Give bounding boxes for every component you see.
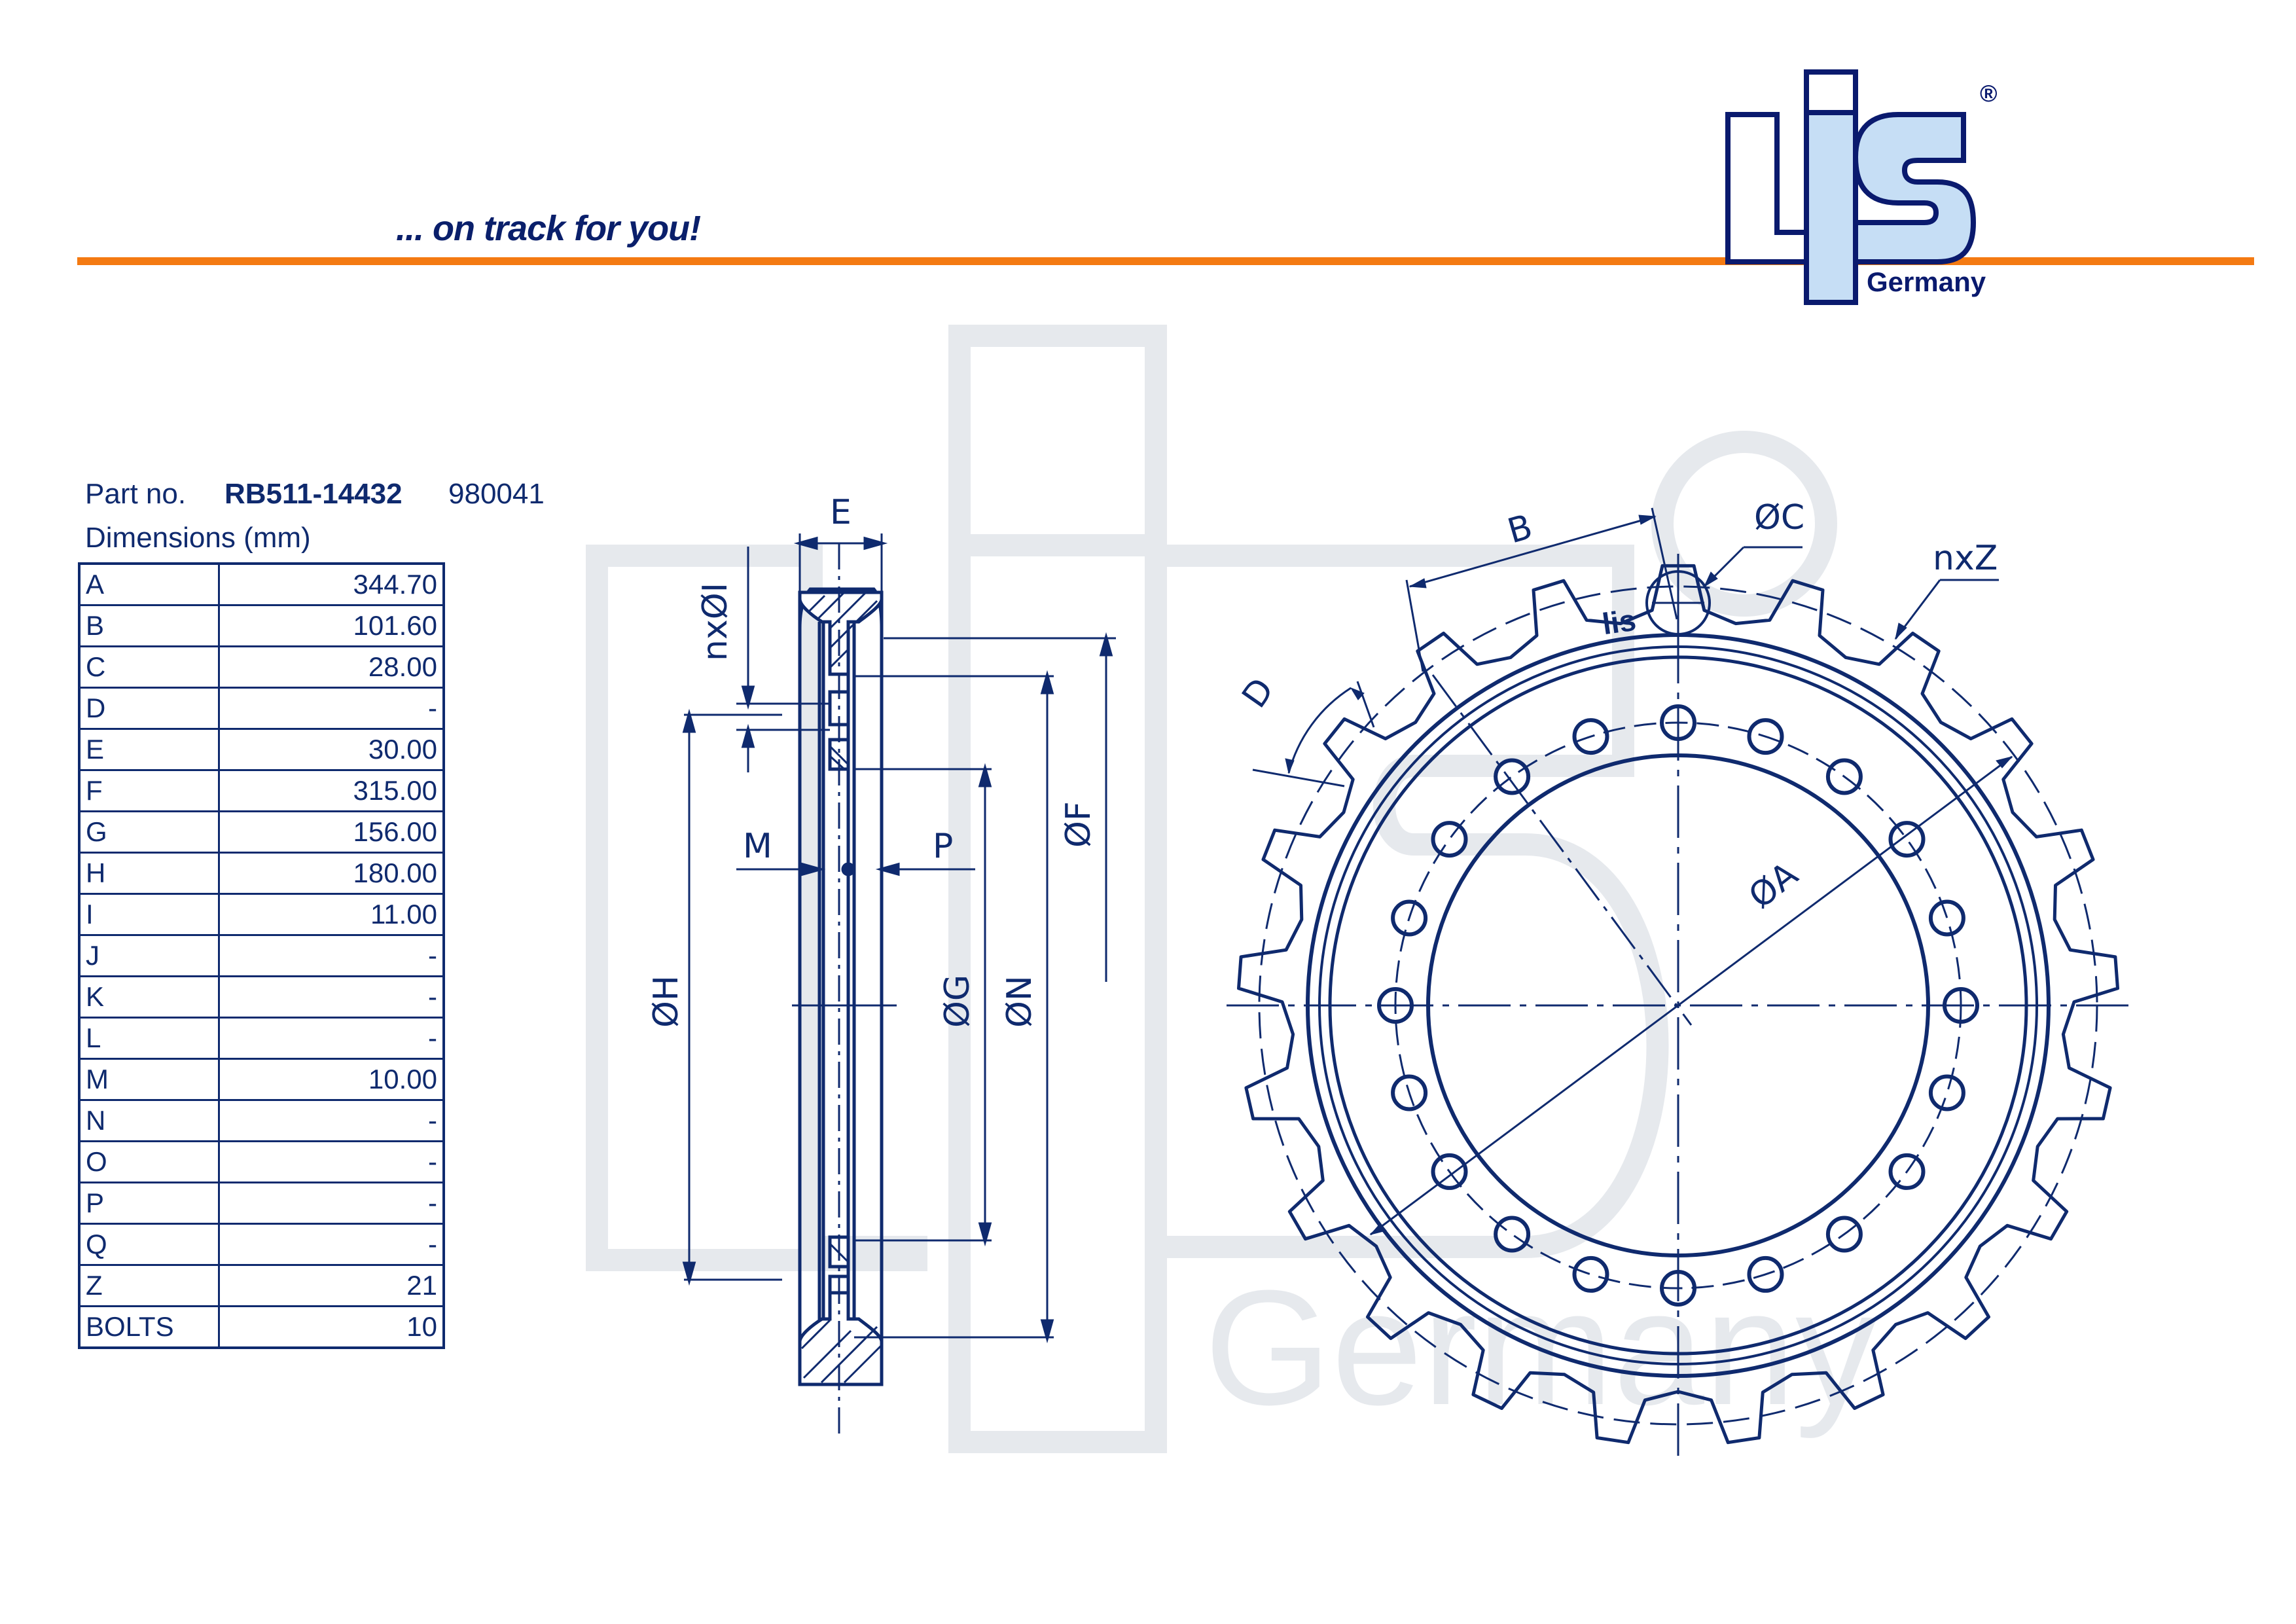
label-nxZ: nxZ bbox=[1933, 539, 1998, 578]
dimensions-heading: Dimensions (mm) bbox=[85, 522, 311, 554]
dim-key: N bbox=[78, 1099, 220, 1142]
dim-value: 344.70 bbox=[218, 562, 445, 606]
tagline: ... on track for you! bbox=[396, 209, 701, 248]
bolt-hole bbox=[1494, 758, 1531, 795]
bolt-hole bbox=[1888, 821, 1926, 858]
table-row: P- bbox=[78, 1182, 445, 1225]
dim-value: - bbox=[218, 1182, 445, 1225]
label-A: ØA bbox=[1742, 855, 1806, 917]
part-number: RB511-14432 bbox=[224, 478, 403, 510]
dim-key: G bbox=[78, 810, 220, 854]
part-code: 980041 bbox=[448, 478, 545, 510]
dim-value: - bbox=[218, 1223, 445, 1266]
brand-logo: ® Germany bbox=[1725, 69, 1998, 305]
dim-value: - bbox=[218, 975, 445, 1019]
dim-value: 156.00 bbox=[218, 810, 445, 854]
sprocket-teeth bbox=[1237, 564, 2119, 1445]
dim-key: I bbox=[78, 893, 220, 936]
dim-key: K bbox=[78, 975, 220, 1019]
dim-value: - bbox=[218, 934, 445, 977]
label-F: ØF bbox=[1059, 801, 1098, 848]
table-row: D- bbox=[78, 687, 445, 730]
bolt-hole bbox=[1928, 1074, 1965, 1111]
side-view bbox=[682, 533, 1116, 1440]
part-label: Part no. bbox=[85, 478, 187, 510]
label-H: ØH bbox=[647, 975, 686, 1028]
table-row: J- bbox=[78, 934, 445, 977]
dim-value: 101.60 bbox=[218, 604, 445, 647]
bolt-hole bbox=[1431, 821, 1468, 858]
table-row: N- bbox=[78, 1099, 445, 1142]
dim-key: C bbox=[78, 645, 220, 689]
dim-key: B bbox=[78, 604, 220, 647]
table-row: K- bbox=[78, 975, 445, 1019]
dim-value: 11.00 bbox=[218, 893, 445, 936]
dim-key: E bbox=[78, 728, 220, 771]
dim-key: A bbox=[78, 562, 220, 606]
dim-value: 21 bbox=[218, 1264, 445, 1307]
watermark-logo bbox=[586, 325, 1837, 1453]
dim-key: H bbox=[78, 852, 220, 895]
label-P: P bbox=[933, 827, 953, 866]
label-nxI: nxØI bbox=[696, 583, 735, 661]
brand-subtitle: Germany bbox=[1867, 266, 1986, 297]
dim-key: D bbox=[78, 687, 220, 730]
dim-value: - bbox=[218, 1017, 445, 1060]
table-row: L- bbox=[78, 1017, 445, 1060]
dim-value: 10.00 bbox=[218, 1058, 445, 1101]
part-info: Part no. RB511-14432 980041 bbox=[85, 478, 545, 511]
bolt-hole bbox=[1494, 1216, 1531, 1253]
dim-value: 315.00 bbox=[218, 769, 445, 812]
dim-value: - bbox=[218, 1140, 445, 1183]
svg-text:lis: lis bbox=[1600, 603, 1638, 641]
orange-divider bbox=[77, 257, 2254, 265]
dim-key: J bbox=[78, 934, 220, 977]
label-M: M bbox=[743, 827, 772, 866]
table-row: Q- bbox=[78, 1223, 445, 1266]
label-E: E bbox=[830, 493, 852, 532]
dim-value: - bbox=[218, 1099, 445, 1142]
dim-value: 180.00 bbox=[218, 852, 445, 895]
front-view-sprocket: lis bbox=[1227, 507, 2130, 1457]
dim-key: M bbox=[78, 1058, 220, 1101]
dim-key: F bbox=[78, 769, 220, 812]
dim-value: - bbox=[218, 687, 445, 730]
dim-value: 30.00 bbox=[218, 728, 445, 771]
dim-value: 28.00 bbox=[218, 645, 445, 689]
bolt-hole bbox=[1572, 1255, 1609, 1293]
dim-key: L bbox=[78, 1017, 220, 1060]
label-D: D bbox=[1234, 671, 1282, 715]
dim-key: O bbox=[78, 1140, 220, 1183]
registered-mark: ® bbox=[1980, 80, 1998, 107]
table-row: O- bbox=[78, 1140, 445, 1183]
dim-key: BOLTS bbox=[78, 1305, 220, 1349]
label-C: ØC bbox=[1754, 498, 1804, 537]
label-G: ØG bbox=[938, 975, 977, 1028]
dim-value: 10 bbox=[218, 1305, 445, 1349]
label-N: ØN bbox=[1000, 975, 1039, 1028]
dim-key: P bbox=[78, 1182, 220, 1225]
dim-key: Q bbox=[78, 1223, 220, 1266]
dim-key: Z bbox=[78, 1264, 220, 1307]
